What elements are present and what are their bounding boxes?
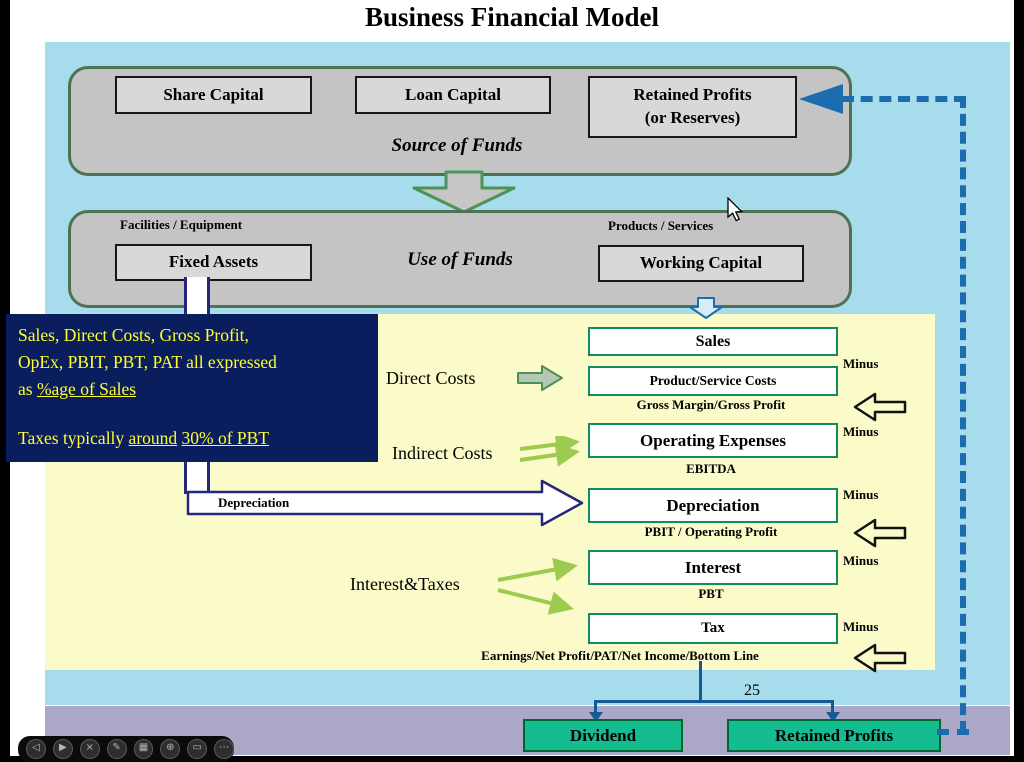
interest-taxes-arrows-icon xyxy=(497,557,578,615)
retained-profits-line2: (or Reserves) xyxy=(644,108,741,127)
indirect-costs-arrows-icon xyxy=(519,436,580,467)
depreciation-flow-arrow-icon xyxy=(186,479,584,527)
note-underlined-around: around xyxy=(128,428,178,448)
product-service-costs-label: Product/Service Costs xyxy=(649,373,777,388)
product-service-costs-box: Product/Service Costs xyxy=(588,366,838,396)
products-services-label: Products / Services xyxy=(608,218,714,233)
tax-label: Tax xyxy=(701,620,725,636)
pbit-operating-profit-label: PBIT / Operating Profit xyxy=(644,524,778,539)
sales-box: Sales xyxy=(588,327,838,356)
fixed-assets-box: Fixed Assets xyxy=(115,244,312,281)
operating-expenses-label: Operating Expenses xyxy=(640,430,786,450)
note-line-4: Taxes typically around 30% of PBT xyxy=(18,428,270,448)
minus-label-1: Minus xyxy=(843,356,879,371)
dividend-label: Dividend xyxy=(569,725,637,745)
page-number: 25 xyxy=(744,682,760,699)
feedback-dash-bottom xyxy=(937,729,969,735)
fixed-assets-connector-bottom xyxy=(184,461,210,494)
sales-label: Sales xyxy=(695,332,731,350)
facilities-equipment-label: Facilities / Equipment xyxy=(120,217,243,232)
interest-box: Interest xyxy=(588,550,838,585)
fixed-assets-connector-top xyxy=(184,277,210,315)
earnings-connector-horizontal xyxy=(594,700,834,703)
interest-label: Interest xyxy=(684,557,742,577)
close-icon[interactable]: × xyxy=(79,739,100,759)
working-capital-label: Working Capital xyxy=(639,253,763,273)
pencil-icon[interactable]: ✎ xyxy=(106,739,127,759)
more-icon[interactable]: ⋯ xyxy=(214,739,234,759)
share-capital-label: Share Capital xyxy=(163,84,264,104)
play-icon[interactable]: ▶ xyxy=(52,739,73,759)
direct-costs-label: Direct Costs xyxy=(386,368,476,388)
mouse-cursor-icon xyxy=(727,197,744,222)
source-to-use-down-arrow-icon xyxy=(412,170,516,214)
dividend-box: Dividend xyxy=(523,719,683,752)
retained-profits-reserves-box: Retained Profits (or Reserves) xyxy=(588,76,797,138)
depreciation-arrow-label: Depreciation xyxy=(218,495,290,510)
direct-costs-arrow-icon xyxy=(517,365,563,391)
note-line-1: Sales, Direct Costs, Gross Profit, xyxy=(18,325,249,345)
operating-expenses-box: Operating Expenses xyxy=(588,423,838,458)
note-underlined-percentage: %age of Sales xyxy=(36,379,137,399)
ebitda-label: EBITDA xyxy=(686,461,736,476)
panel-icon[interactable]: ▭ xyxy=(187,739,208,759)
depreciation-box-label: Depreciation xyxy=(666,495,760,515)
minus-label-4: Minus xyxy=(843,553,879,568)
loan-capital-label: Loan Capital xyxy=(405,84,501,104)
use-of-funds-caption: Use of Funds xyxy=(407,249,513,270)
retained-connector xyxy=(831,700,834,713)
note-spacer xyxy=(18,403,378,425)
previous-icon[interactable]: ◁ xyxy=(26,739,46,759)
feedback-dash-vertical xyxy=(960,96,966,733)
note-line-2: OpEx, PBIT, PBT, PAT all expressed xyxy=(18,352,277,372)
bottom-retained-profits-box: Retained Profits xyxy=(727,719,941,752)
pbt-label: PBT xyxy=(698,586,724,601)
player-control-bar: ◁ ▶ × ✎ ▦ ⊕ ▭ ⋯ xyxy=(18,736,234,762)
earnings-connector-vertical xyxy=(699,661,702,701)
subtotal-left-arrow-icon-2 xyxy=(853,518,907,548)
minus-label-3: Minus xyxy=(843,487,879,502)
feedback-dash-top xyxy=(842,96,966,102)
working-capital-box: Working Capital xyxy=(598,245,804,282)
bottom-retained-profits-label: Retained Profits xyxy=(774,725,894,745)
working-capital-to-sales-arrow-icon xyxy=(689,297,723,319)
dividend-connector xyxy=(594,700,597,713)
slide-title: Business Financial Model xyxy=(364,2,660,32)
gross-margin-label: Gross Margin/Gross Profit xyxy=(636,397,786,412)
note-line-3: as %age of Sales xyxy=(18,379,137,399)
share-capital-box: Share Capital xyxy=(115,76,312,114)
zoom-icon[interactable]: ⊕ xyxy=(160,739,181,759)
indirect-costs-label: Indirect Costs xyxy=(392,443,493,463)
subtotal-left-arrow-icon-1 xyxy=(853,392,907,422)
feedback-arrowhead-icon xyxy=(799,84,843,114)
note-underlined-30pct: 30% of PBT xyxy=(181,428,270,448)
retained-arrowhead-icon xyxy=(826,712,840,722)
loan-capital-box: Loan Capital xyxy=(355,76,551,114)
tax-box: Tax xyxy=(588,613,838,644)
grid-icon[interactable]: ▦ xyxy=(133,739,154,759)
minus-label-2: Minus xyxy=(843,424,879,439)
depreciation-box: Depreciation xyxy=(588,488,838,523)
percentage-of-sales-note: Sales, Direct Costs, Gross Profit, OpEx,… xyxy=(6,314,378,462)
source-of-funds-caption: Source of Funds xyxy=(391,135,523,156)
interest-and-taxes-label: Interest&Taxes xyxy=(350,574,460,594)
earnings-bottom-line-label: Earnings/Net Profit/PAT/Net Income/Botto… xyxy=(481,648,759,663)
subtotal-left-arrow-icon-3 xyxy=(853,643,907,673)
minus-label-5: Minus xyxy=(843,619,879,634)
fixed-assets-label: Fixed Assets xyxy=(168,252,259,272)
dividend-arrowhead-icon xyxy=(589,712,603,722)
retained-profits-line1: Retained Profits xyxy=(633,85,752,105)
